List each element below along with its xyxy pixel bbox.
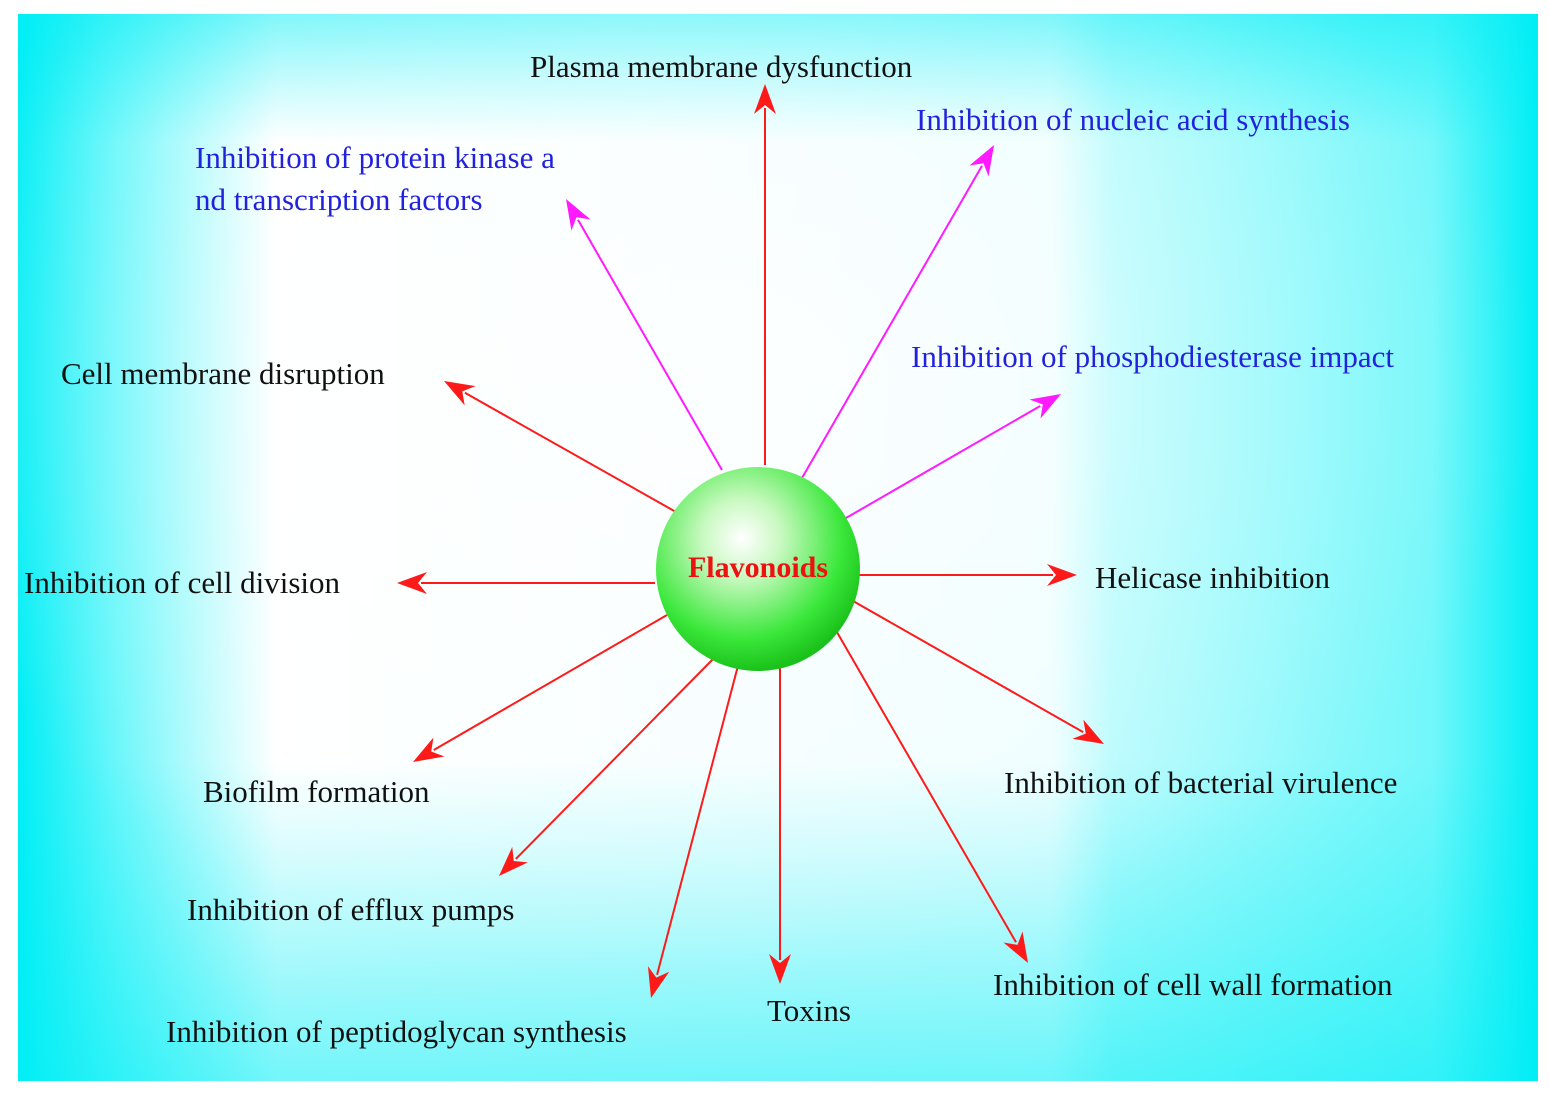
arrowhead-helicase [1047,564,1077,586]
label-efflux-pumps: Inhibition of efflux pumps [187,892,514,927]
effect-labels: Plasma membrane dysfunction Inhibition o… [24,49,1397,1049]
arrowhead-cell-division [397,572,427,594]
label-plasma-membrane-dysfunction: Plasma membrane dysfunction [530,49,913,84]
arrowhead-biofilm [413,737,445,762]
label-nucleic-acid-synthesis: Inhibition of nucleic acid synthesis [916,102,1350,137]
label-protein-kinase-line-2: nd transcription factors [195,182,483,217]
label-phosphodiesterase: Inhibition of phosphodiesterase impact [911,339,1394,374]
arrowhead-peptidoglycan [647,966,670,998]
label-biofilm: Biofilm formation [203,774,430,809]
arrowhead-nucleic-acid-synthesis [969,145,994,177]
arrowhead-phosphodiesterase [1029,394,1061,419]
arrow-line-phosphodiesterase [845,405,1041,519]
label-protein-kinase: Inhibition of protein kinase a nd transc… [195,140,563,217]
arrowhead-cell-wall [1003,931,1028,963]
label-cell-wall: Inhibition of cell wall formation [993,967,1393,1002]
arrow-line-efflux-pumps [515,654,718,860]
arrow-line-protein-kinase [577,219,723,471]
arrowhead-protein-kinase [566,199,591,231]
label-protein-kinase-line-1: Inhibition of protein kinase a [195,140,555,175]
arrow-line-bacterial-virulence [845,596,1084,733]
label-helicase: Helicase inhibition [1095,560,1331,595]
arrow-line-cell-wall [833,626,1017,943]
arrow-group [397,84,1104,998]
label-cell-division: Inhibition of cell division [24,565,340,600]
arrowhead-bacterial-virulence [1072,719,1104,744]
arrow-line-biofilm [433,614,668,751]
arrow-line-peptidoglycan [656,657,741,976]
flavonoids-sphere [656,467,860,671]
arrow-line-nucleic-acid-synthesis [801,165,983,479]
arrowhead-toxins [769,954,791,984]
label-cell-membrane-disruption: Cell membrane disruption [61,356,385,391]
arrowhead-efflux-pumps [499,846,528,876]
arrowhead-cell-membrane-disruption [444,381,476,406]
label-peptidoglycan: Inhibition of peptidoglycan synthesis [166,1014,627,1049]
arrow-line-cell-membrane-disruption [464,391,677,513]
label-toxins: Toxins [767,993,851,1028]
arrowhead-plasma-membrane-dysfunction [754,84,776,114]
flavonoids-label: Flavonoids [688,551,828,584]
flavonoids-node: Flavonoids [656,467,860,671]
label-bacterial-virulence: Inhibition of bacterial virulence [1004,765,1397,800]
